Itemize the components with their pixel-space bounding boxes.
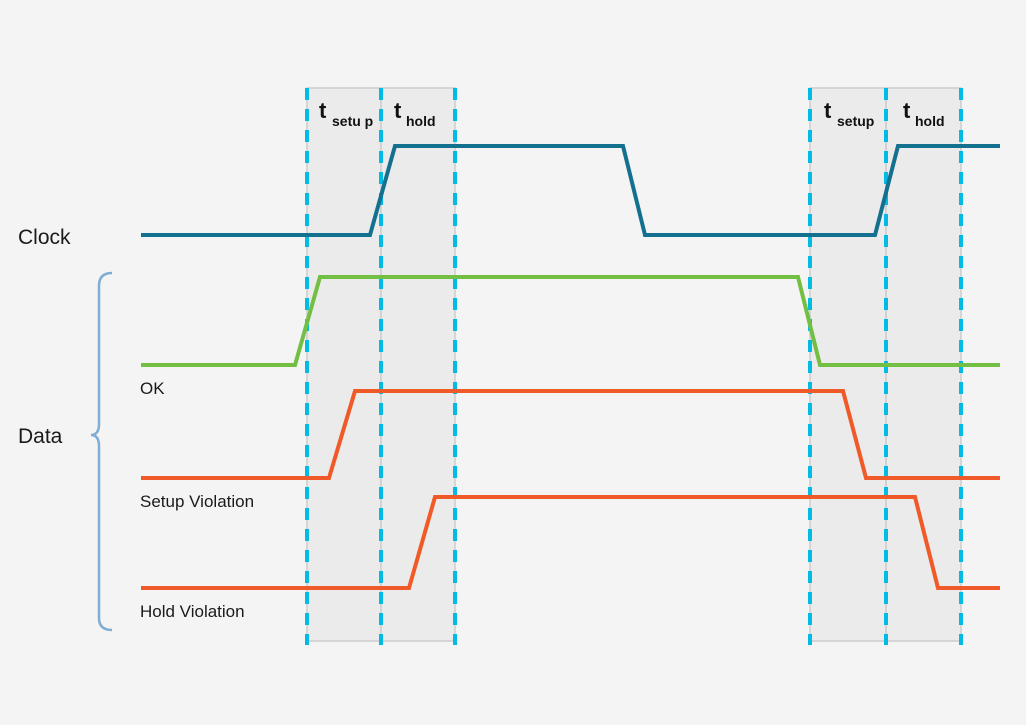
waveforms xyxy=(141,144,1000,590)
t-hold-2-sub: hold xyxy=(915,113,945,129)
window-annotations: t setu p t hold t setup t hold xyxy=(319,98,945,129)
t-setup-2-sub: setup xyxy=(837,113,874,129)
clock-waveform xyxy=(141,144,1000,237)
t-hold-1-main: t xyxy=(394,98,402,123)
ok-label: OK xyxy=(140,379,165,398)
hold-window-1 xyxy=(380,87,456,642)
t-hold-2-main: t xyxy=(903,98,911,123)
setup-violation-label: Setup Violation xyxy=(140,492,254,511)
data-brace xyxy=(90,271,113,632)
setup-window-1 xyxy=(306,87,382,642)
setup-violation-waveform xyxy=(141,389,1000,480)
t-setup-1-main: t xyxy=(319,98,327,123)
hold-violation-label: Hold Violation xyxy=(140,602,245,621)
t-setup-1-sub: setu p xyxy=(332,113,373,129)
t-hold-1-sub: hold xyxy=(406,113,436,129)
t-setup-2-main: t xyxy=(824,98,832,123)
hold-violation-waveform xyxy=(141,495,1000,590)
ok-waveform xyxy=(141,275,1000,367)
data-label: Data xyxy=(18,425,63,448)
clock-label: Clock xyxy=(18,226,71,249)
